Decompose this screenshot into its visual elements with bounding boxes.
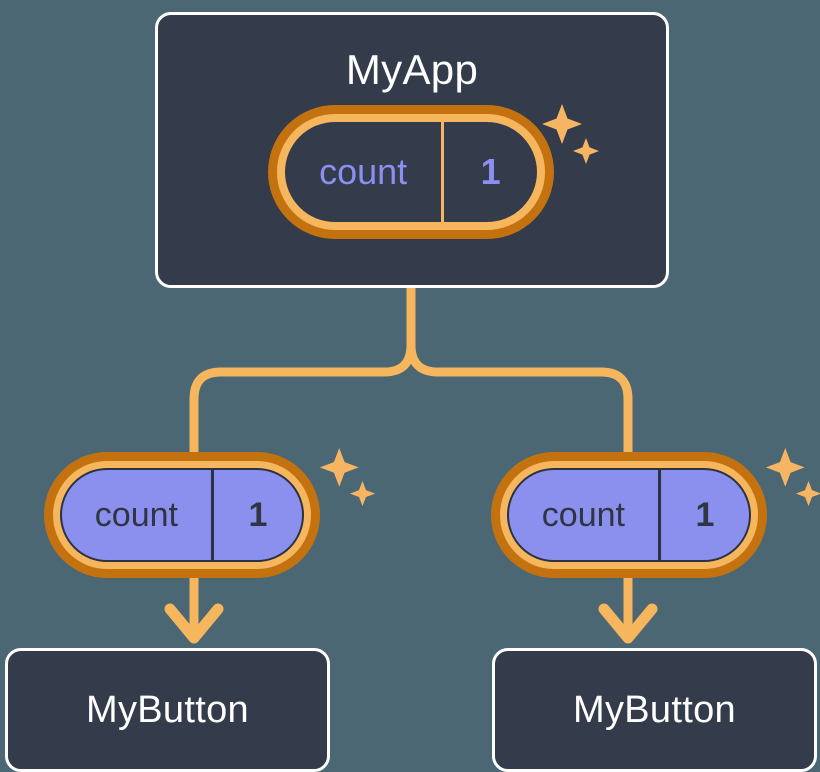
component-card-mybutton-right[interactable]: MyButton bbox=[492, 648, 817, 772]
state-pill-myapp[interactable]: count 1 bbox=[268, 105, 554, 239]
sparkle-group-right bbox=[765, 448, 820, 507]
state-value-label: 1 bbox=[210, 470, 302, 560]
wire-myapp-to-right-pill bbox=[406, 283, 633, 467]
state-pill-ring: count 1 bbox=[491, 452, 767, 578]
state-pill-right[interactable]: count 1 bbox=[491, 452, 767, 578]
card-title-mybutton-right: MyButton bbox=[573, 689, 736, 731]
arrowhead-down-right-icon bbox=[598, 603, 658, 644]
card-title-myapp: MyApp bbox=[345, 46, 479, 93]
sparkle-group-left bbox=[319, 448, 376, 507]
state-pill-left[interactable]: count 1 bbox=[44, 452, 320, 578]
sparkle-small-icon bbox=[795, 480, 820, 507]
state-pill-body: count 1 bbox=[507, 468, 751, 562]
sparkle-large-icon bbox=[765, 448, 805, 487]
sparkle-large-icon bbox=[319, 448, 359, 487]
sparkle-small-icon bbox=[349, 480, 376, 507]
state-value-label: 1 bbox=[657, 470, 749, 560]
component-card-mybutton-left[interactable]: MyButton bbox=[5, 648, 330, 772]
state-value-label: 1 bbox=[441, 122, 537, 222]
wire-myapp-to-left-pill bbox=[189, 283, 416, 467]
state-pill-ring: count 1 bbox=[44, 452, 320, 578]
state-key-label: count bbox=[319, 151, 408, 192]
arrowhead-down-left-icon bbox=[164, 603, 224, 644]
state-key-label: count bbox=[94, 495, 178, 534]
state-pill-body: count 1 bbox=[285, 122, 537, 222]
state-pill-body: count 1 bbox=[60, 468, 304, 562]
state-pill-ring: count 1 bbox=[268, 105, 554, 239]
card-title-mybutton-left: MyButton bbox=[86, 689, 249, 731]
state-key-label: count bbox=[541, 495, 625, 534]
